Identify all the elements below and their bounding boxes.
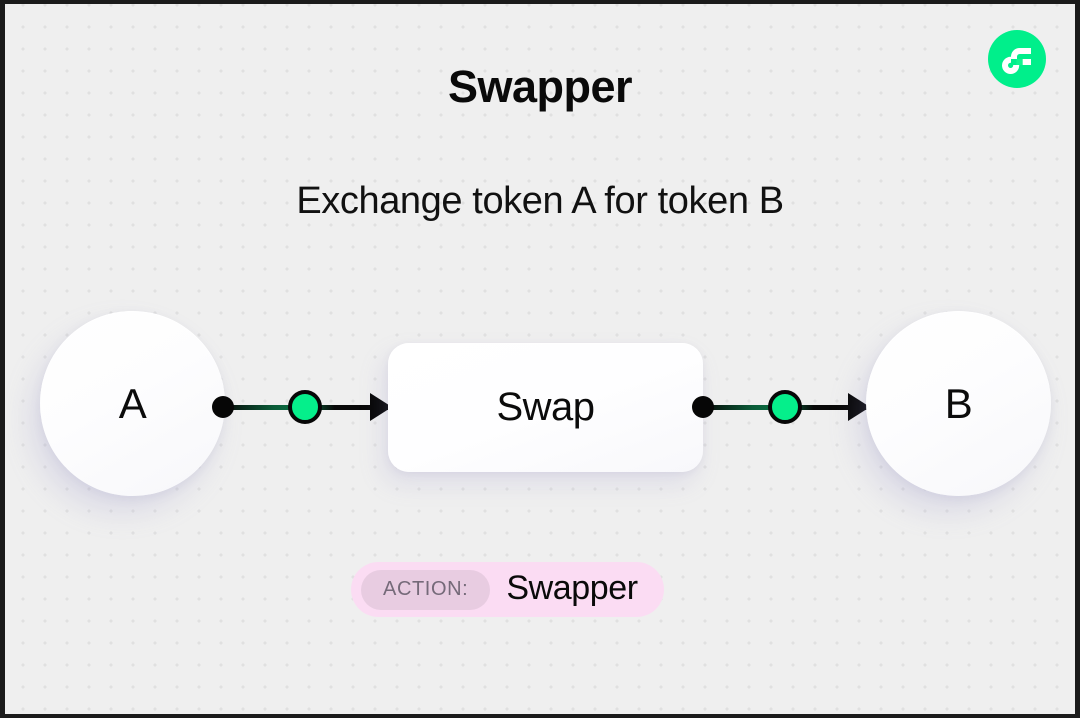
token-b-label: B — [944, 379, 973, 427]
status-badge: ACTION: Swapper — [351, 562, 664, 617]
token-a-node[interactable]: A — [40, 311, 225, 496]
page-subtitle: Exchange token A for token B — [296, 180, 784, 222]
token-a-label: A — [118, 379, 147, 427]
flow-logo-icon — [988, 30, 1046, 88]
page-title: Swapper — [447, 61, 633, 112]
token-b-node[interactable]: B — [866, 311, 1051, 496]
connector-a-to-swap — [212, 387, 403, 427]
connector-source-dot — [692, 396, 714, 418]
action-label-chip: ACTION: — [361, 569, 491, 610]
swap-process-label: Swap — [496, 385, 595, 429]
connector-hub-icon[interactable] — [288, 390, 322, 424]
swap-process-node[interactable]: Swap — [388, 343, 703, 472]
connector-source-dot — [212, 396, 234, 418]
action-value: Swapper — [506, 568, 638, 607]
app-card: Swapper Exchange token A for token B A S… — [5, 4, 1075, 714]
connector-swap-to-b — [692, 387, 881, 427]
connector-hub-icon[interactable] — [768, 390, 802, 424]
